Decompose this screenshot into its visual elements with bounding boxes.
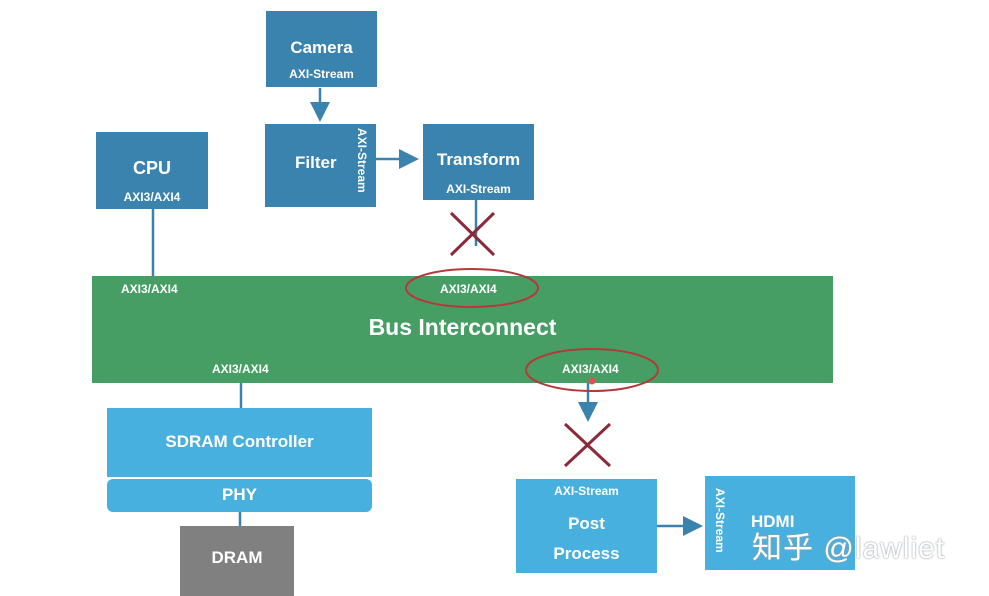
sdram-controller-title: SDRAM Controller [165, 432, 314, 451]
hdmi-port-label: AXI-Stream [713, 488, 727, 553]
bus-port-bottom-label: AXI3/AXI4 [562, 362, 619, 376]
camera-title: Camera [290, 38, 353, 57]
transform-block: Transform AXI-Stream [423, 124, 534, 200]
camera-port-label: AXI-Stream [289, 67, 354, 81]
transform-port-label: AXI-Stream [446, 182, 511, 196]
hdmi-title: HDMI [751, 512, 795, 531]
filter-port-label: AXI-Stream [355, 128, 369, 193]
phy-title: PHY [222, 485, 257, 504]
filter-title: Filter [295, 153, 337, 172]
phy-block: PHY [107, 479, 372, 512]
cpu-port-label: AXI3/AXI4 [123, 190, 181, 204]
camera-block: Camera AXI-Stream [266, 11, 377, 87]
post-process-title-line2: Process [553, 544, 620, 563]
filter-block: Filter AXI-Stream [265, 124, 376, 207]
post-process-title-line1: Post [568, 514, 605, 533]
bus-port-cpu-label: AXI3/AXI4 [121, 282, 178, 296]
dram-block: DRAM [180, 526, 294, 596]
sdram-controller-block: SDRAM Controller [107, 408, 372, 477]
bus-port-top-label: AXI3/AXI4 [440, 282, 497, 296]
cross-mark-bottom [563, 422, 612, 468]
bus-interconnect-block: AXI3/AXI4 AXI3/AXI4 Bus Interconnect AXI… [92, 276, 833, 383]
transform-title: Transform [436, 150, 521, 169]
cpu-block: CPU AXI3/AXI4 [96, 132, 208, 209]
cursor-dot [588, 377, 596, 385]
highlight-ellipse-top [405, 268, 539, 308]
cross-mark-top [449, 211, 496, 257]
post-process-block: AXI-Stream Post Process [516, 479, 657, 573]
watermark-text: 知乎 @lawliet [752, 532, 946, 565]
cpu-title: CPU [132, 158, 171, 178]
highlight-ellipse-bottom [525, 348, 659, 392]
hdmi-block: AXI-Stream HDMI [705, 476, 855, 570]
bus-port-sdram-label: AXI3/AXI4 [212, 362, 269, 376]
post-process-port-label: AXI-Stream [554, 484, 619, 498]
dram-title: DRAM [211, 548, 263, 567]
bus-title: Bus Interconnect [368, 314, 557, 340]
